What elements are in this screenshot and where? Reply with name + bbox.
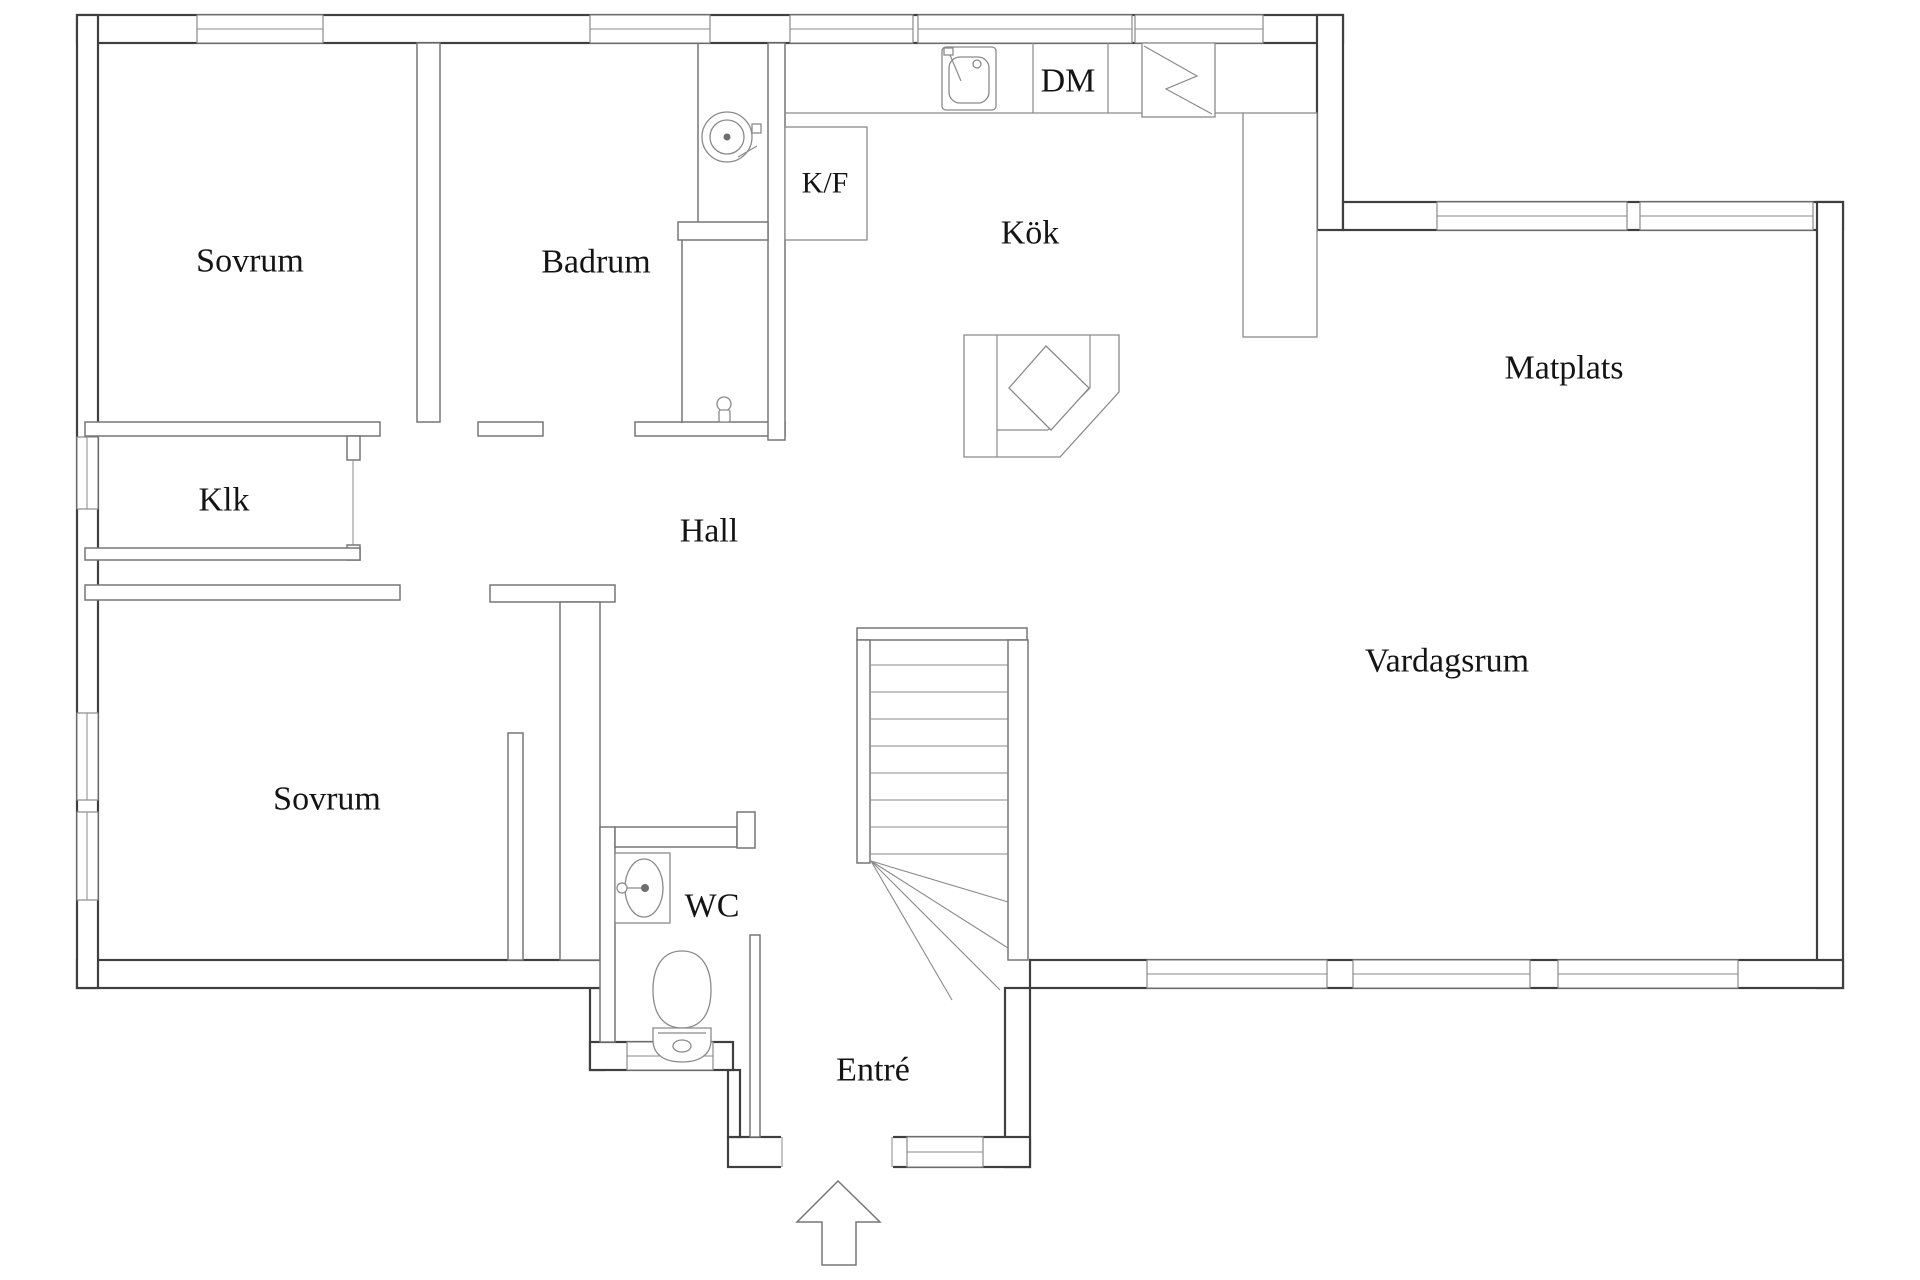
- interior-wall-segment: [856, 639, 871, 864]
- front-door-opening: [781, 1133, 893, 1171]
- interior-wall-segment: [736, 811, 756, 849]
- room-label-kok: Kök: [1001, 215, 1060, 252]
- appliance-label-dishwasher: DM: [1041, 63, 1096, 100]
- wc-sink-icon: [614, 852, 671, 924]
- stove-icon: [1141, 42, 1216, 118]
- room-label-hall: Hall: [680, 513, 739, 550]
- window: [1436, 201, 1628, 231]
- interior-walls: [84, 42, 1029, 1138]
- appliance-label-fridge-freezer: K/F: [802, 167, 849, 200]
- window: [76, 436, 99, 510]
- interior-wall-segment: [84, 584, 401, 601]
- kitchen-sink-icon: [941, 46, 997, 111]
- outer-wall-segment: [75, 958, 606, 990]
- room-label-wc: WC: [685, 888, 740, 925]
- washing-machine-icon: [701, 111, 762, 163]
- window: [76, 811, 99, 901]
- room-label-sovrum-top: Sovrum: [196, 243, 304, 280]
- room-label-klk: Klk: [199, 482, 250, 519]
- window: [1352, 959, 1531, 989]
- interior-wall-segment: [507, 732, 524, 961]
- interior-wall-segment: [634, 421, 786, 437]
- interior-wall-segment: [84, 547, 361, 561]
- window: [1134, 14, 1264, 44]
- window: [917, 14, 1133, 44]
- corner-hob-icon: [963, 334, 1120, 458]
- window: [906, 1136, 984, 1168]
- room-label-badrum: Badrum: [541, 244, 651, 281]
- counter-column: [1242, 112, 1318, 338]
- room-label-sovrum-bottom: Sovrum: [273, 781, 381, 818]
- window: [1557, 959, 1739, 989]
- entrance-arrow-icon: [795, 1179, 882, 1266]
- interior-wall-segment: [856, 627, 1028, 641]
- shower-drain-icon: [716, 396, 732, 423]
- interior-wall-segment: [416, 42, 441, 423]
- window: [789, 14, 914, 44]
- window: [589, 14, 711, 44]
- window: [76, 712, 99, 801]
- toilet-icon: [652, 950, 712, 1063]
- door-gap: [781, 1133, 893, 1171]
- interior-wall-segment: [767, 42, 786, 441]
- interior-wall-segment: [346, 435, 361, 461]
- outer-wall-segment: [726, 1068, 742, 1139]
- window: [1146, 959, 1328, 989]
- interior-wall-segment: [1007, 639, 1029, 961]
- window: [1639, 201, 1814, 231]
- room-label-vardagsrum: Vardagsrum: [1365, 643, 1529, 680]
- outer-wall-segment: [1815, 200, 1845, 990]
- window: [196, 14, 324, 44]
- room-labels: Sovrum Badrum Kök Matplats Klk Hall Vard…: [196, 63, 1623, 1089]
- fridge-freezer-cabinet: [784, 126, 868, 241]
- stairs-icon: [870, 664, 1009, 1001]
- interior-wall-segment: [84, 421, 381, 437]
- interior-wall-segment: [489, 584, 616, 603]
- room-label-entre: Entré: [836, 1052, 910, 1089]
- interior-wall-segment: [477, 421, 544, 437]
- interior-wall-segment: [614, 826, 738, 848]
- interior-wall-segment: [559, 601, 601, 961]
- interior-wall-segment: [749, 934, 761, 1138]
- interior-wall-segment: [677, 221, 769, 241]
- room-label-matplats: Matplats: [1505, 350, 1624, 387]
- outer-wall-segment: [1315, 13, 1345, 232]
- interior-wall-segment: [599, 826, 616, 1043]
